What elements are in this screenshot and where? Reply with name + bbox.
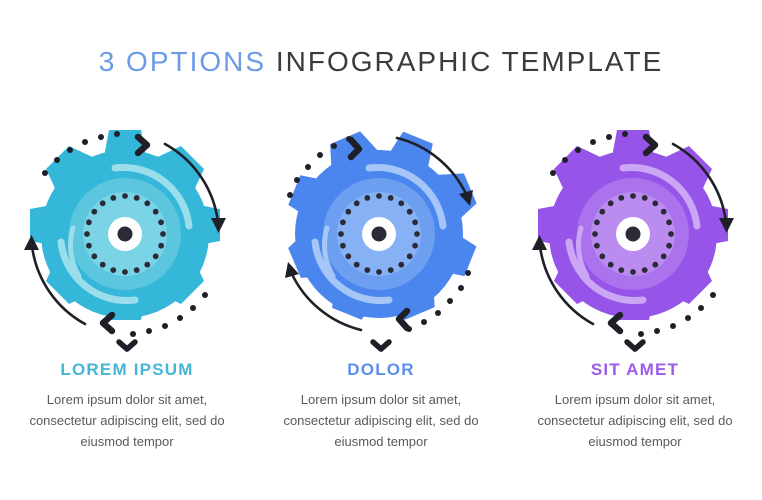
gear-graphic-3[interactable] xyxy=(520,124,750,344)
gear-graphic-2[interactable] xyxy=(266,124,496,344)
gear-hub-dot-3 xyxy=(625,226,641,242)
chevron-down-icon xyxy=(115,338,139,356)
chevron-right-icon xyxy=(134,133,151,157)
option-body-3: Lorem ipsum dolor sit amet, consectetur … xyxy=(537,392,733,450)
gear-dotted-arc-3 xyxy=(550,131,716,337)
page-title-main: INFOGRAPHIC TEMPLATE xyxy=(275,46,664,77)
chevron-down-icon xyxy=(369,338,393,356)
gear-hub-dot-1 xyxy=(117,226,133,242)
chevron-left-icon xyxy=(607,311,624,335)
gear-dotted-arc-2 xyxy=(287,136,471,332)
page-title: 3 OPTIONS INFOGRAPHIC TEMPLATE xyxy=(0,46,762,78)
gear-dot-ring-2 xyxy=(338,193,420,275)
gear-highlight-arc-bottom xyxy=(565,238,647,305)
gear-graphic-1[interactable] xyxy=(12,124,242,344)
option-body-1: Lorem ipsum dolor sit amet, consectetur … xyxy=(29,392,225,450)
gear-dot-ring-3 xyxy=(592,193,674,275)
chevron-left-icon xyxy=(99,311,116,335)
gear-dotted-arc-1 xyxy=(42,131,208,337)
gear-highlight-arc-top xyxy=(365,163,447,230)
gear-highlight-arc-small xyxy=(321,225,336,279)
gear-svg-3 xyxy=(532,130,734,337)
gear-highlight-arc-small xyxy=(67,225,82,279)
gear-highlight-arc-small xyxy=(575,225,590,279)
gear-svg-1 xyxy=(24,130,226,337)
option-column-1[interactable]: LOREM IPSUM Lorem ipsum dolor sit amet, … xyxy=(0,124,254,452)
gear-highlight-arc-top xyxy=(111,163,193,230)
option-column-3[interactable]: SIT AMET Lorem ipsum dolor sit amet, con… xyxy=(508,124,762,452)
gear-svg-2 xyxy=(285,131,477,332)
chevron-down-icon xyxy=(623,338,647,356)
arrow-counterclockwise-left-2 xyxy=(285,262,363,332)
arrow-clockwise-right-1 xyxy=(163,142,226,233)
arrow-clockwise-right-2 xyxy=(395,136,473,206)
arrow-counterclockwise-left-1 xyxy=(24,235,87,326)
chevron-right-icon xyxy=(347,136,363,161)
option-column-2[interactable]: DOLOR Lorem ipsum dolor sit amet, consec… xyxy=(254,124,508,452)
chevron-left-icon xyxy=(395,307,411,332)
gear-hub-dot-2 xyxy=(371,226,387,242)
gear-highlight-arc-top xyxy=(619,163,701,230)
gear-highlight-arc-bottom xyxy=(57,238,139,305)
option-title-1: LOREM IPSUM xyxy=(60,360,194,379)
options-row: LOREM IPSUM Lorem ipsum dolor sit amet, … xyxy=(0,124,762,452)
option-title-3: SIT AMET xyxy=(590,360,680,379)
page-title-accent: 3 OPTIONS xyxy=(98,46,267,77)
option-body-2: Lorem ipsum dolor sit amet, consectetur … xyxy=(283,392,479,450)
gear-highlight-arc-bottom xyxy=(311,238,393,305)
option-title-2: DOLOR xyxy=(347,360,415,379)
arrow-counterclockwise-left-3 xyxy=(532,235,595,326)
chevron-right-icon xyxy=(642,133,659,157)
arrow-clockwise-right-3 xyxy=(671,142,734,233)
gear-dot-ring-1 xyxy=(84,193,166,275)
